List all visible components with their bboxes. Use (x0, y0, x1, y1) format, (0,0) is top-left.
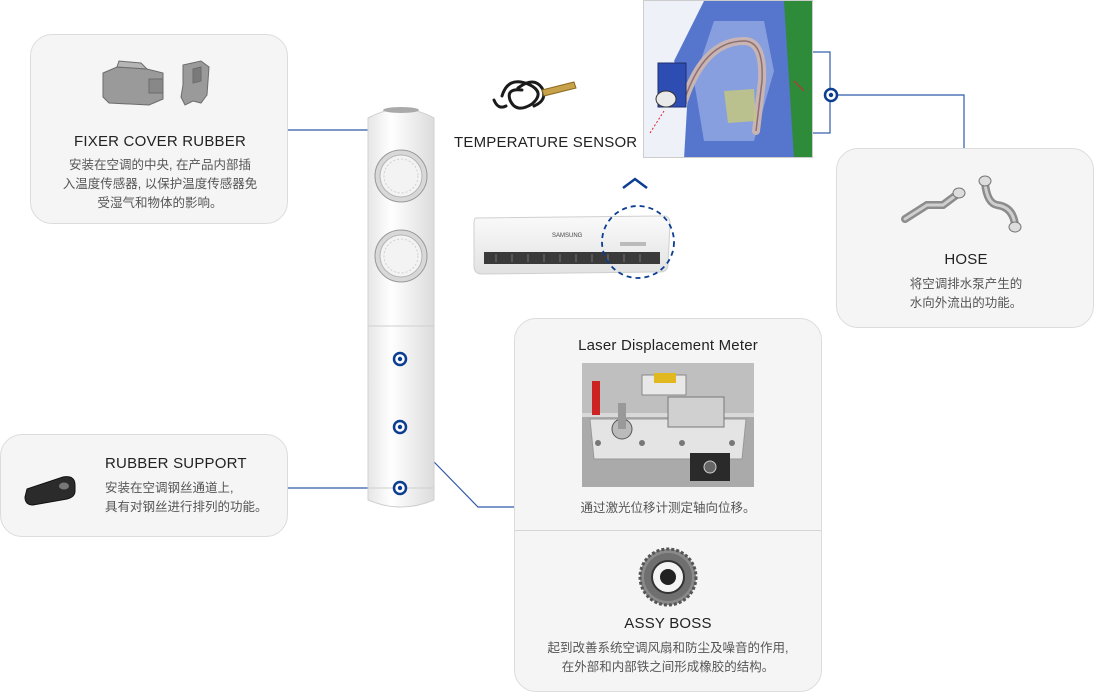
fixer-cover-rubber-desc: 安装在空调的中央, 在产品内部插 入温度传感器, 以保护温度传感器免 受湿气和物… (31, 156, 289, 213)
laser-displacement-meter-photo (582, 363, 754, 487)
wall-ac-brand: SAMSUNG (552, 233, 583, 239)
rubber-support-title: RUBBER SUPPORT (105, 455, 247, 472)
floor-ac-unit (366, 104, 436, 510)
rubber-support-desc-line1: 安装在空调钢丝通道上, (105, 481, 234, 495)
pin-fixer-cover[interactable] (392, 351, 408, 367)
fixer-cover-rubber-image (102, 60, 210, 106)
hose-desc-line2: 水向外流出的功能。 (909, 296, 1023, 310)
pin-rubber-support[interactable] (392, 480, 408, 496)
fixer-cover-rubber-desc-line3: 受湿气和物体的影响。 (97, 196, 223, 210)
hose-desc-line1: 将空调排水泵产生的 (909, 277, 1023, 291)
laser-displacement-meter-title: Laser Displacement Meter (578, 337, 758, 354)
pin-hose[interactable] (823, 87, 839, 103)
upper-fan-grille (374, 149, 428, 203)
laser-displacement-meter-desc: 通过激光位移计测定轴向位移。 (580, 501, 756, 515)
rubber-support-image (24, 476, 76, 506)
card-divider (515, 530, 821, 531)
assy-boss-desc-line1: 起到改善系统空调风扇和防尘及噪音的作用, (547, 641, 789, 655)
rubber-support-desc-line2: 具有对钢丝进行排列的功能。 (105, 500, 268, 514)
hose-desc: 将空调排水泵产生的 水向外流出的功能。 (837, 275, 1094, 313)
connector-hose (832, 94, 965, 148)
wall-ac-unit-drawing: SAMSUNG (473, 215, 671, 275)
lower-fan-grille (374, 229, 428, 283)
assy-boss-desc: 起到改善系统空调风扇和防尘及噪音的作用, 在外部和内部铁之间形成橡胶的结构。 (515, 639, 821, 677)
wall-ac-unit: SAMSUNG (472, 212, 672, 276)
floor-ac-unit-drawing (367, 107, 435, 508)
pin-assy-boss[interactable] (392, 419, 408, 435)
rubber-support-card: RUBBER SUPPORT 安装在空调钢丝通道上, 具有对钢丝进行排列的功能。 (0, 434, 288, 537)
chevron-up-icon[interactable] (620, 176, 650, 190)
temperature-sensor-title: TEMPERATURE SENSOR (454, 134, 638, 151)
assy-boss-title: ASSY BOSS (624, 615, 712, 632)
assy-boss-desc-line2: 在外部和内部铁之间形成橡胶的结构。 (561, 660, 775, 674)
hose-card: HOSE 将空调排水泵产生的 水向外流出的功能。 (836, 148, 1094, 328)
wall-ac-highlight-circle (601, 205, 675, 279)
rubber-support-desc: 安装在空调钢丝通道上, 具有对钢丝进行排列的功能。 (105, 479, 268, 517)
hose-image (901, 175, 1022, 233)
fixer-cover-rubber-desc-line1: 安装在空调的中央, 在产品内部插 (69, 158, 251, 172)
fixer-cover-rubber-title: FIXER COVER RUBBER (74, 133, 246, 150)
hose-title: HOSE (944, 251, 988, 268)
internal-hose-image (643, 0, 813, 158)
assy-boss-image (638, 547, 698, 607)
temperature-sensor-image (492, 80, 577, 110)
fixer-cover-rubber-desc-line2: 入温度传感器, 以保护温度传感器免 (62, 177, 258, 191)
fixer-cover-rubber-card: FIXER COVER RUBBER 安装在空调的中央, 在产品内部插 入温度传… (30, 34, 288, 224)
laser-assy-card: Laser Displacement Meter 通过激光位移计测定轴向位移。 (514, 318, 822, 692)
